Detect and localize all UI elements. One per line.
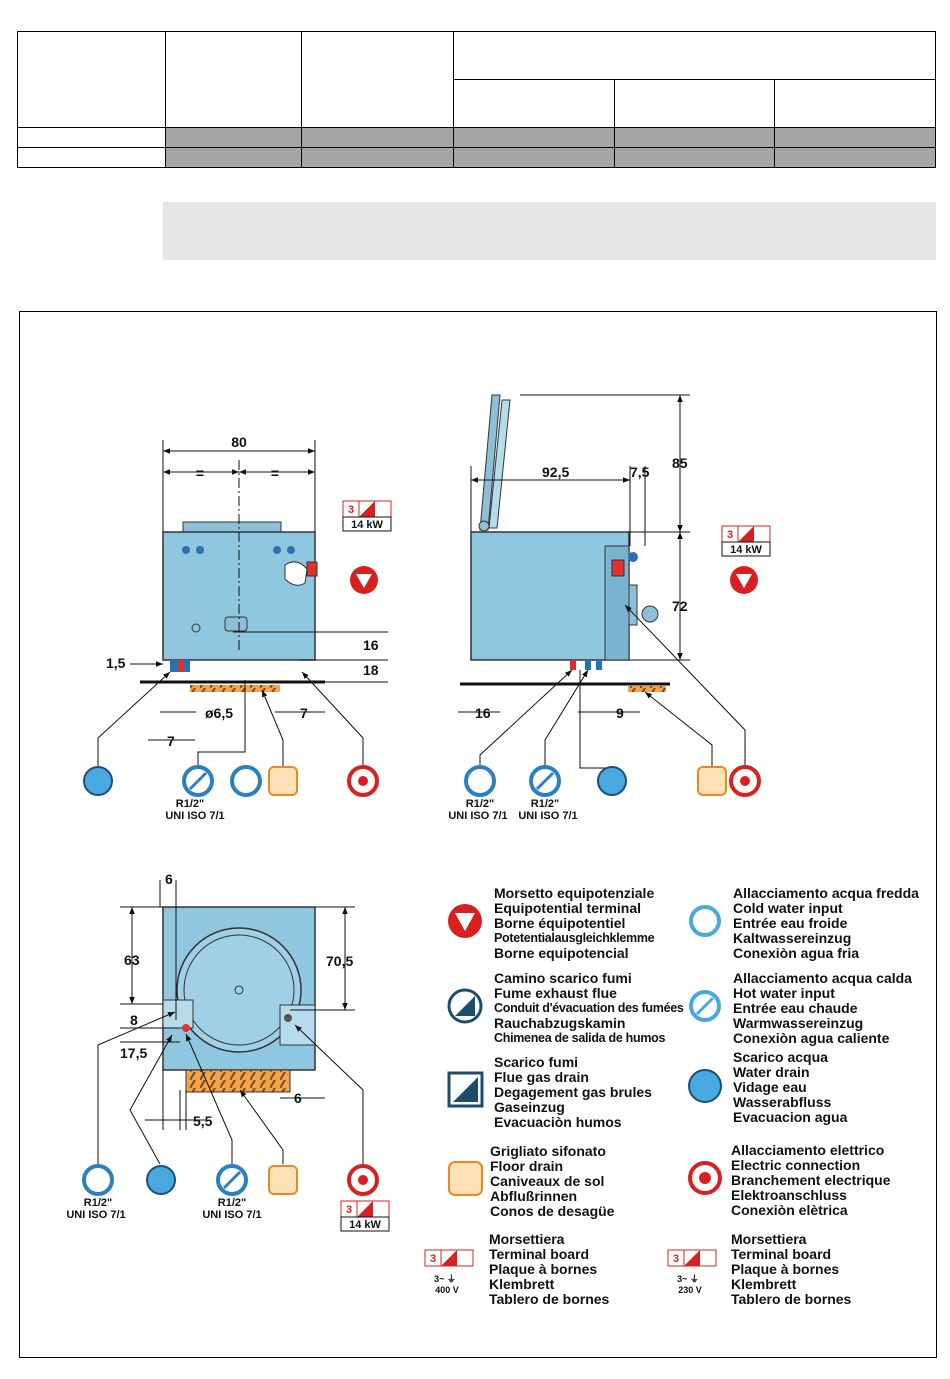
gray-cell — [453, 147, 615, 168]
terminal-voltage: 230 V — [678, 1285, 702, 1295]
dim-6-right: 6 — [294, 1090, 302, 1106]
thread-label: R1/2" — [466, 798, 494, 810]
thread-standard: UNI ISO 7/1 — [448, 810, 507, 822]
legend-symbols: 3 3~ ⏚ 400 V 3 3~ ⏚ 230 V — [424, 904, 722, 1295]
water-drain-icon — [146, 1165, 176, 1195]
water-drain-icon — [597, 766, 627, 796]
thread-label: R1/2" — [531, 798, 559, 810]
plan-view: 6 63 70,5 8 17,5 5,5 6 R1/2" UNI ISO 7/1 — [66, 871, 390, 1232]
gray-cell — [165, 127, 302, 148]
terminal-phase: 3~ ⏚ — [677, 1274, 699, 1284]
cold-water-icon — [689, 905, 721, 937]
dim-72: 72 — [672, 598, 688, 614]
document-id: CT3961 6400.fm — [0, 1289, 1, 1356]
gray-cell — [453, 127, 615, 148]
floor-drain-icon — [268, 1165, 298, 1195]
dim-7-right: 7 — [300, 705, 308, 721]
badge-number: 3 — [430, 1253, 436, 1265]
cold-water-icon — [230, 765, 262, 797]
floor-drain-icon — [697, 766, 727, 796]
thread-standard: UNI ISO 7/1 — [518, 810, 577, 822]
thread-standard: UNI ISO 7/1 — [66, 1209, 125, 1221]
dim-8: 8 — [130, 1012, 138, 1028]
header-cell — [301, 31, 454, 128]
dim-85: 85 — [672, 455, 688, 471]
power-rating: 14 kW — [351, 519, 383, 531]
dim-18: 18 — [363, 662, 379, 678]
dim-7-left: 7 — [167, 733, 175, 749]
dim-92-5: 92,5 — [542, 464, 569, 480]
cold-water-icon — [82, 1164, 114, 1196]
terminal-voltage: 400 V — [435, 1285, 459, 1295]
header-cell — [774, 79, 936, 128]
thread-label: R1/2" — [84, 1197, 112, 1209]
dim-63: 63 — [124, 952, 140, 968]
lid — [182, 521, 282, 533]
water-drain-icon — [688, 1069, 722, 1103]
floor-drain-icon — [448, 1161, 483, 1196]
drawing-frame — [19, 311, 937, 1358]
power-rating: 14 kW — [349, 1219, 381, 1231]
header-cell — [17, 31, 166, 128]
badge-number: 3 — [346, 1204, 352, 1216]
thread-standard: UNI ISO 7/1 — [165, 810, 224, 822]
gray-cell — [774, 127, 936, 148]
gray-cell — [301, 127, 454, 148]
terminal-phase: 3~ ⏚ — [434, 1274, 456, 1284]
gray-cell — [165, 147, 302, 168]
gray-cell — [301, 147, 454, 168]
dim-80: 80 — [231, 434, 247, 450]
power-rating: 14 kW — [730, 544, 762, 556]
cold-water-icon — [464, 765, 496, 797]
gray-cell — [614, 127, 775, 148]
dim-70-5: 70,5 — [326, 953, 353, 969]
dim-7-5: 7,5 — [630, 464, 650, 480]
dim-5-5: 5,5 — [193, 1113, 213, 1129]
badge-number: 3 — [673, 1253, 679, 1265]
dim-9: 9 — [616, 705, 624, 721]
dim-6-5: ø6,5 — [205, 705, 233, 721]
dim-16: 16 — [363, 637, 379, 653]
gray-cell — [614, 147, 775, 168]
gray-cell — [774, 147, 936, 168]
spec-header-table — [17, 31, 936, 168]
dim-eq-left: = — [196, 465, 204, 481]
dim-1-5: 1,5 — [106, 655, 126, 671]
badge-number: 3 — [727, 529, 733, 541]
thread-standard: UNI ISO 7/1 — [202, 1209, 261, 1221]
side-view: 85 72 92,5 7,5 16 9 R1/2" UNI ISO 7/1 R1… — [448, 394, 771, 822]
floor-drain-icon — [268, 766, 298, 796]
note-band — [163, 202, 936, 260]
water-drain-icon — [83, 766, 113, 796]
front-view: 80 = = 16 18 1,5 ø6,5 7 7 R1/2" UNI ISO … — [83, 434, 392, 822]
dim-6-top: 6 — [165, 871, 173, 887]
header-cell — [614, 79, 775, 128]
dim-17-5: 17,5 — [120, 1045, 147, 1061]
dim-16-side: 16 — [475, 705, 491, 721]
thread-label: R1/2" — [176, 798, 204, 810]
dim-eq-right: = — [271, 465, 279, 481]
thread-label: R1/2" — [218, 1197, 246, 1209]
badge-number: 3 — [348, 504, 354, 516]
